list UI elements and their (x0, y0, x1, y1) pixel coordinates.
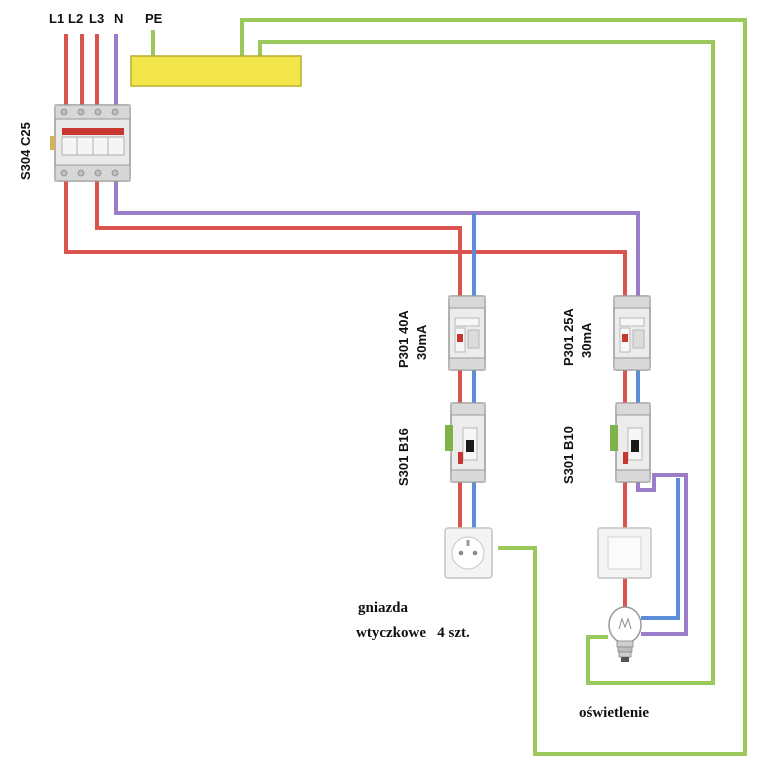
terminal-label-l3: L3 (89, 11, 104, 26)
rcd-lighting-label-line2: 30mA (579, 322, 594, 358)
mcb-socket-label: S301 B16 (396, 428, 411, 486)
rcd-p301-25a (613, 295, 651, 371)
light-switch-icon (597, 527, 652, 579)
main-breaker-label: S304 C25 (18, 122, 33, 180)
mcb-s301-b16 (445, 402, 486, 483)
terminal-label-n: N (114, 11, 123, 26)
pe-wiring (151, 18, 747, 756)
main-breaker-s304 (50, 104, 131, 182)
rcd-lighting-label-line1: P301 25A (561, 308, 576, 366)
socket-caption-line2: wtyczkowe 4 szt. (356, 625, 470, 641)
mcb-lighting-label: S301 B10 (561, 426, 576, 484)
pe-busbar (130, 55, 302, 87)
lighting-caption: oświetlenie (579, 705, 649, 721)
terminal-label-l2: L2 (68, 11, 83, 26)
terminal-label-pe: PE (145, 11, 163, 26)
socket-circuit-wires (458, 368, 476, 530)
terminal-label-l1: L1 (49, 11, 64, 26)
rcd-p301-40a (448, 295, 486, 371)
rcd-socket-label-line2: 30mA (414, 324, 429, 360)
light-bulb-icon (608, 606, 642, 662)
supply-wires (64, 34, 118, 108)
lighting-circuit-wires (623, 368, 688, 636)
socket-caption-line1: gniazda (358, 600, 409, 616)
socket-icon (444, 527, 493, 579)
rcd-socket-label-line1: P301 40A (396, 310, 411, 368)
mcb-s301-b10 (610, 402, 651, 483)
distribution-wires (64, 178, 640, 298)
